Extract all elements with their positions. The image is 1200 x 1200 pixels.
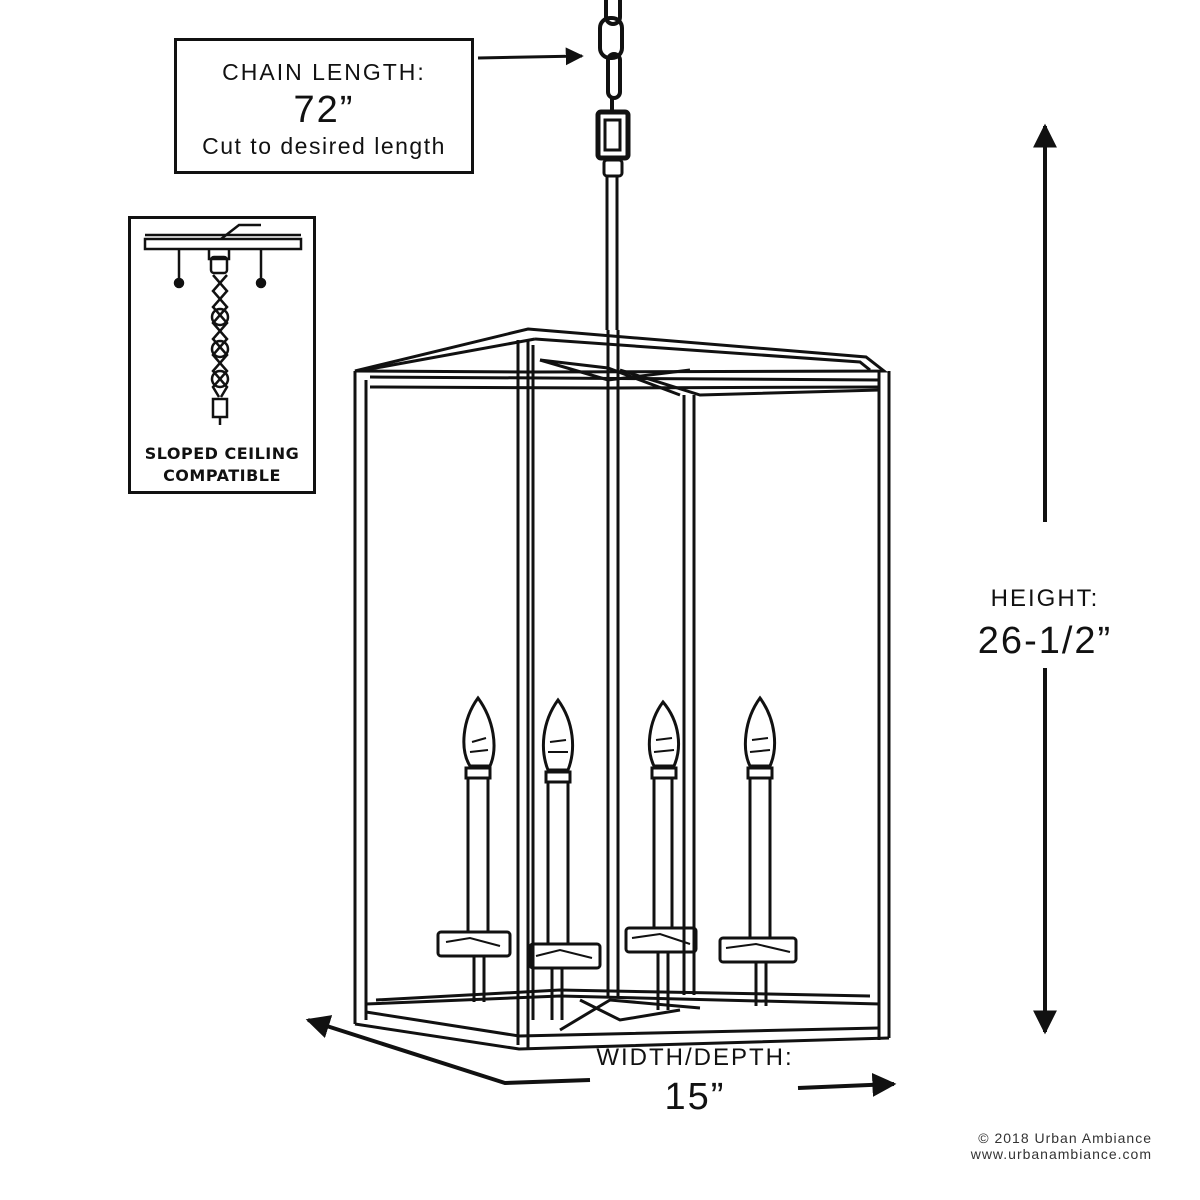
lantern-frame <box>353 327 891 1051</box>
sloped-ceiling-line1: SLOPED CEILING <box>144 444 300 463</box>
copyright-notice: © 2018 Urban Ambiance www.urbanambiance.… <box>971 1130 1152 1162</box>
sloped-ceiling-label: SLOPED CEILING COMPATIBLE <box>131 443 313 487</box>
candle-4 <box>718 695 798 1006</box>
height-value: 26-1/2” <box>977 620 1113 662</box>
width-depth-value: 15” <box>664 1076 726 1118</box>
chain-length-note: Cut to desired length <box>202 133 446 159</box>
sloped-ceiling-inset: SLOPED CEILING COMPATIBLE <box>128 216 316 494</box>
chain-length-callout: CHAIN LENGTH: 72” Cut to desired length <box>174 38 474 174</box>
chain-arrow <box>477 47 584 66</box>
candle-2 <box>528 697 602 1020</box>
width-arrow-left <box>305 1015 591 1086</box>
sloped-ceiling-drawing <box>143 223 303 425</box>
width-depth-title: WIDTH/DEPTH: <box>596 1044 794 1071</box>
sloped-ceiling-line2: COMPATIBLE <box>163 466 281 485</box>
chain-length-value: 72” <box>293 89 355 131</box>
width-arrow-right <box>797 1072 897 1097</box>
candle-1 <box>436 695 512 1002</box>
stem <box>602 158 624 330</box>
candle-3 <box>624 699 698 1010</box>
chain-length-title: CHAIN LENGTH: <box>222 59 426 85</box>
website-line: www.urbanambiance.com <box>970 1146 1152 1162</box>
height-title: HEIGHT: <box>990 585 1100 612</box>
chain <box>595 0 631 161</box>
copyright-line: © 2018 Urban Ambiance <box>978 1130 1152 1146</box>
